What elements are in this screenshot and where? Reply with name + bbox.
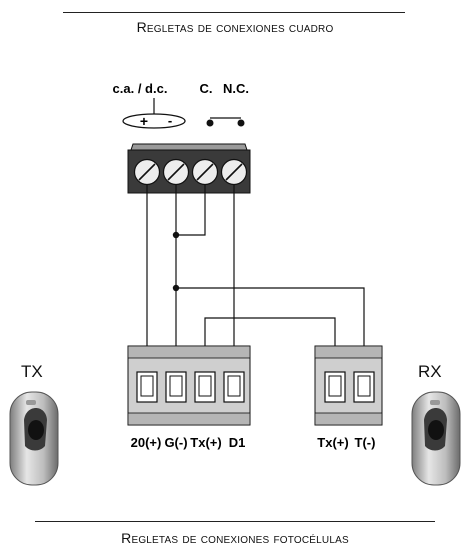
bottom-divider [35,521,435,522]
rx-terminal-block [314,345,383,426]
contact-symbol [206,117,245,127]
tx-photocell-icon [9,391,59,486]
tx-slot-4 [223,371,245,403]
screw-2 [162,158,190,186]
control-terminal-block [127,143,251,194]
tx-terminal-label-3: Tx(+) [190,435,221,450]
wire-jumper [176,185,206,236]
rx-terminal-label-2: T(-) [355,435,376,450]
rx-slot-1 [324,371,346,403]
tx-terminal-label-4: D1 [229,435,246,450]
bottom-title: Regletas de conexiones fotocélulas [121,530,349,546]
tx-slot-1 [136,371,158,403]
plus-symbol: + [140,113,148,129]
top-divider [63,12,405,13]
contact-c-label: C. [200,81,213,96]
power-label: c.a. / d.c. [113,81,168,96]
tx-terminal-block [127,345,251,426]
junction-2 [172,284,180,292]
contact-nc-label: N.C. [223,81,249,96]
screw-1 [133,158,161,186]
tx-label: TX [21,362,43,381]
junction-1 [172,231,180,239]
rx-photocell-icon [411,391,461,486]
minus-symbol: - [168,113,172,128]
rx-slot-2 [353,371,375,403]
screw-4 [220,158,248,186]
tx-slot-3 [194,371,216,403]
top-title: Regletas de conexiones cuadro [136,19,334,35]
tx-terminal-label-1: 20(+) [131,435,162,450]
power-supply-symbol: + - [122,98,186,129]
rx-terminal-label-1: Tx(+) [317,435,348,450]
rx-label: RX [418,362,442,381]
tx-terminal-label-2: G(-) [164,435,187,450]
tx-slot-2 [165,371,187,403]
screw-3 [191,158,219,186]
